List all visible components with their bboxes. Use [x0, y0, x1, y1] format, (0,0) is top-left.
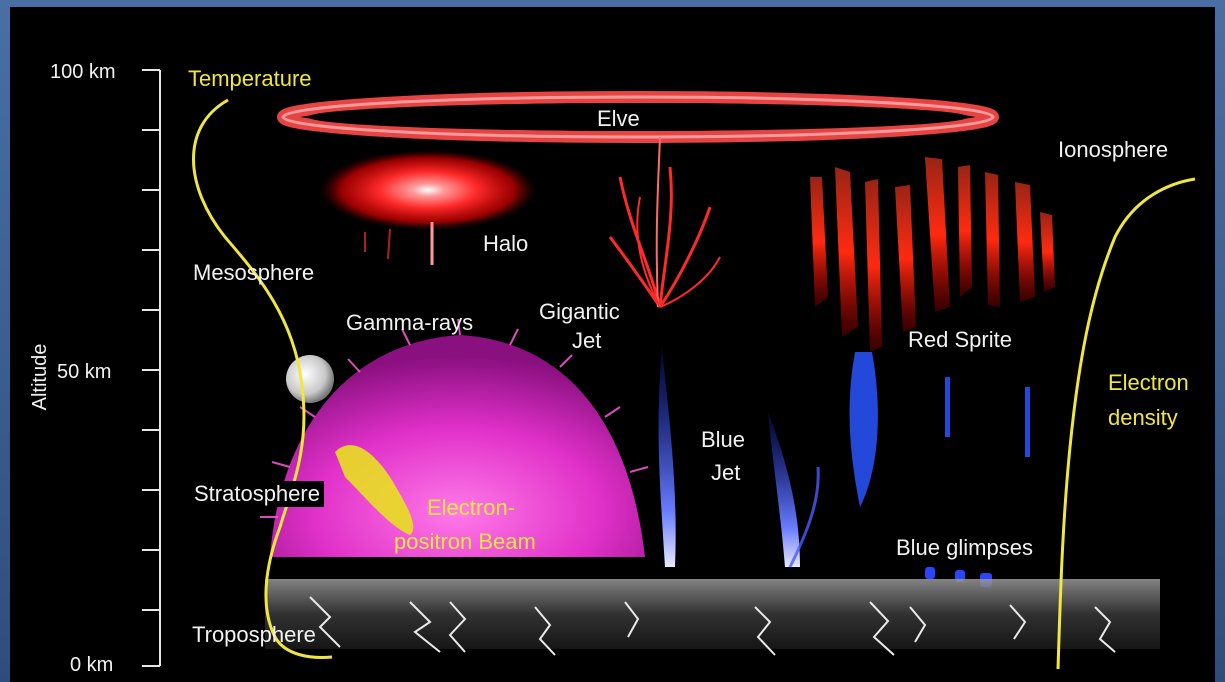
electron-positron-beam-label-line2: positron Beam: [394, 531, 536, 553]
halo-label: Halo: [483, 233, 528, 255]
blue-glimpses-label: Blue glimpses: [896, 537, 1033, 559]
tick-label-50km: 50 km: [57, 362, 111, 382]
ionosphere-label: Ionosphere: [1058, 139, 1168, 161]
electron-density-label-line2: density: [1108, 407, 1178, 429]
stratosphere-label: Stratosphere: [190, 481, 324, 507]
blue-jet-label-line1: Blue: [701, 429, 745, 451]
red-sprite-graphic: [810, 157, 1055, 352]
thundercloud-layer: [265, 579, 1160, 655]
gamma-ray-dome: [260, 319, 648, 557]
altitude-axis-title: Altitude: [30, 337, 50, 417]
gamma-rays-label: Gamma-rays: [346, 312, 473, 334]
gigantic-jet-blue: [659, 347, 676, 567]
gigantic-jet-graphic: [610, 137, 720, 307]
moon: [286, 355, 334, 403]
tick-label-0km: 0 km: [70, 655, 113, 675]
temperature-label: Temperature: [188, 68, 312, 90]
troposphere-label: Troposphere: [192, 624, 316, 646]
mesosphere-label: Mesosphere: [193, 262, 314, 284]
tick-label-100km: 100 km: [50, 62, 116, 82]
red-sprite-label: Red Sprite: [908, 329, 1012, 351]
altitude-axis: [142, 70, 160, 666]
sprite-tendrils: [850, 352, 1030, 507]
electron-density-label-line1: Electron: [1108, 372, 1189, 394]
diagram-panel: Altitude 100 km 50 km 0 km Temperature E…: [10, 7, 1215, 682]
blue-jet-graphic: [768, 412, 800, 567]
elve-label: Elve: [597, 108, 640, 130]
electron-positron-beam-label-line1: Electron-: [427, 497, 515, 519]
gigantic-jet-label-line2: Jet: [572, 330, 601, 352]
blue-jet-label-line2: Jet: [711, 462, 740, 484]
gigantic-jet-label-line1: Gigantic: [539, 301, 620, 323]
